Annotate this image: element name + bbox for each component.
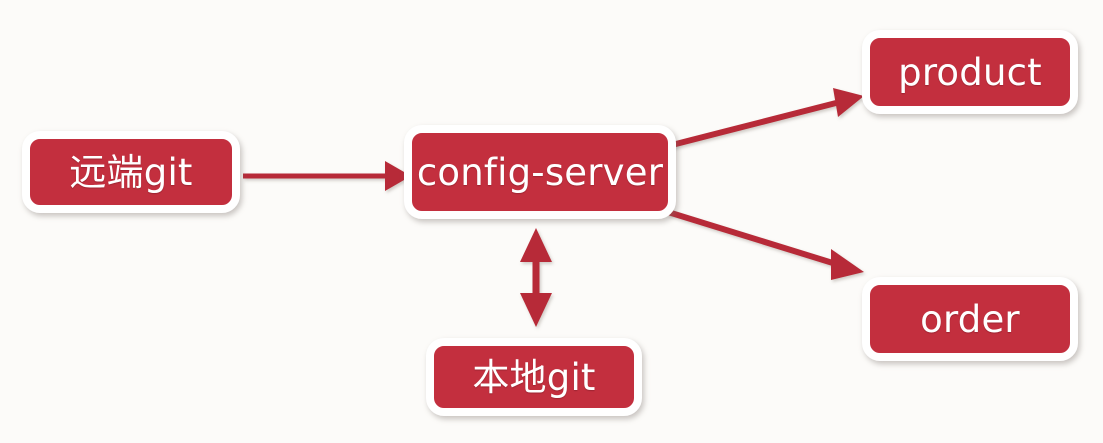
edge-config-server-to-product bbox=[667, 88, 864, 149]
node-remote-git-label: 远端git bbox=[69, 150, 193, 194]
node-remote-git[interactable]: 远端git bbox=[22, 131, 240, 213]
node-config-server[interactable]: config-server bbox=[404, 125, 676, 219]
node-product[interactable]: product bbox=[862, 30, 1078, 114]
node-order[interactable]: order bbox=[862, 277, 1078, 361]
node-local-git[interactable]: 本地git bbox=[426, 338, 642, 416]
node-order-label: order bbox=[920, 297, 1020, 341]
node-product-label: product bbox=[898, 50, 1042, 94]
node-local-git-label: 本地git bbox=[472, 355, 596, 399]
edge-config-server-to-order bbox=[667, 209, 864, 280]
edge-remote-git-to-config-server bbox=[243, 161, 411, 191]
node-config-server-label: config-server bbox=[416, 150, 664, 194]
edge-config-server-to-local-git bbox=[520, 228, 552, 327]
